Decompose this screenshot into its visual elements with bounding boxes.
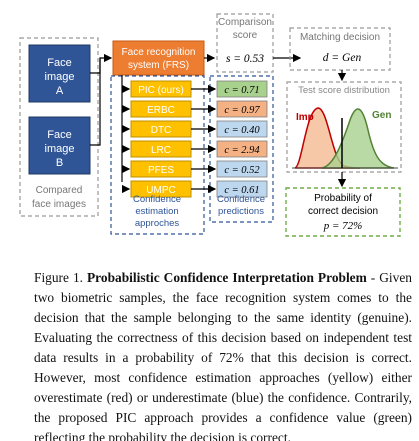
conf-pred-line2: predictions (218, 206, 264, 217)
gen-distribution-curve (321, 108, 395, 169)
confidence-value-box (216, 120, 268, 138)
caption-label: Figure 1. (34, 270, 83, 285)
probability-box (285, 187, 401, 237)
decision-equation: d = Gen (323, 52, 362, 64)
comparison-score-line1: Comparison (218, 17, 272, 28)
face-image-b-line2: image (45, 143, 75, 155)
figure-diagram: Face image A Face image B Compared face … (19, 13, 402, 237)
confidence-value: c = 0.61 (224, 185, 259, 196)
probability-equation: p = 72% (323, 220, 363, 232)
confidence-value-box (216, 80, 268, 98)
face-image-a-line1: Face (47, 57, 71, 69)
face-image-b-line1: Face (47, 129, 71, 141)
matching-decision-box (289, 27, 391, 71)
imp-label: Imp (296, 112, 314, 123)
frs-line1: Face recognition (122, 47, 196, 58)
frs-box (112, 40, 205, 76)
confidence-value: c = 0.71 (224, 85, 259, 96)
matching-decision-label: Matching decision (300, 32, 380, 43)
caption-title: Probabilistic Confidence Interpretation … (87, 270, 367, 285)
confidence-value-box (216, 180, 268, 198)
face-image-b-line3: B (56, 157, 63, 169)
distribution-label: Test score distribution (298, 85, 390, 96)
confidence-value-box (216, 140, 268, 158)
probability-line1: Probability of (314, 193, 372, 204)
gen-label: Gen (372, 110, 391, 121)
confidence-value: c = 0.97 (224, 105, 260, 116)
confidence-value: c = 0.52 (224, 165, 260, 176)
score-equation: s = 0.53 (226, 53, 264, 65)
conf-pred-line1: Confidence (217, 194, 265, 205)
probability-line2: correct decision (308, 206, 378, 217)
confidence-value-box (216, 100, 268, 118)
caption-text: - Given two biometric samples, the face … (34, 270, 412, 441)
confidence-value-box (216, 160, 268, 178)
confidence-value: c = 2.94 (224, 145, 260, 156)
face-image-a-line2: image (45, 71, 75, 83)
method-label: DTC (151, 125, 172, 136)
distribution-box (286, 81, 402, 173)
face-image-b-box (28, 116, 91, 175)
confidence-value: c = 0.40 (224, 125, 260, 136)
method-label: LRC (151, 145, 171, 156)
conf-est-line3: approches (135, 218, 180, 229)
method-label: PFES (148, 165, 174, 176)
arrow-b-to-frs (90, 58, 101, 146)
compared-label-line1: Compared (36, 185, 83, 196)
face-image-a-line3: A (56, 85, 64, 97)
compared-images-group (19, 37, 99, 217)
comparison-score-box (216, 13, 274, 73)
method-label: PIC (ours) (138, 85, 184, 96)
figure-caption: Figure 1. Probabilistic Confidence Inter… (34, 268, 412, 441)
frs-line2: system (FRS) (128, 60, 189, 71)
confidence-estimation-group (110, 75, 205, 235)
comparison-score-line2: score (233, 30, 258, 41)
compared-label-line2: face images (32, 199, 86, 210)
method-label: UMPC (146, 185, 175, 196)
conf-est-line2: estimation (135, 206, 178, 217)
conf-est-line1: Confidence (133, 194, 181, 205)
method-label: ERBC (147, 105, 175, 116)
